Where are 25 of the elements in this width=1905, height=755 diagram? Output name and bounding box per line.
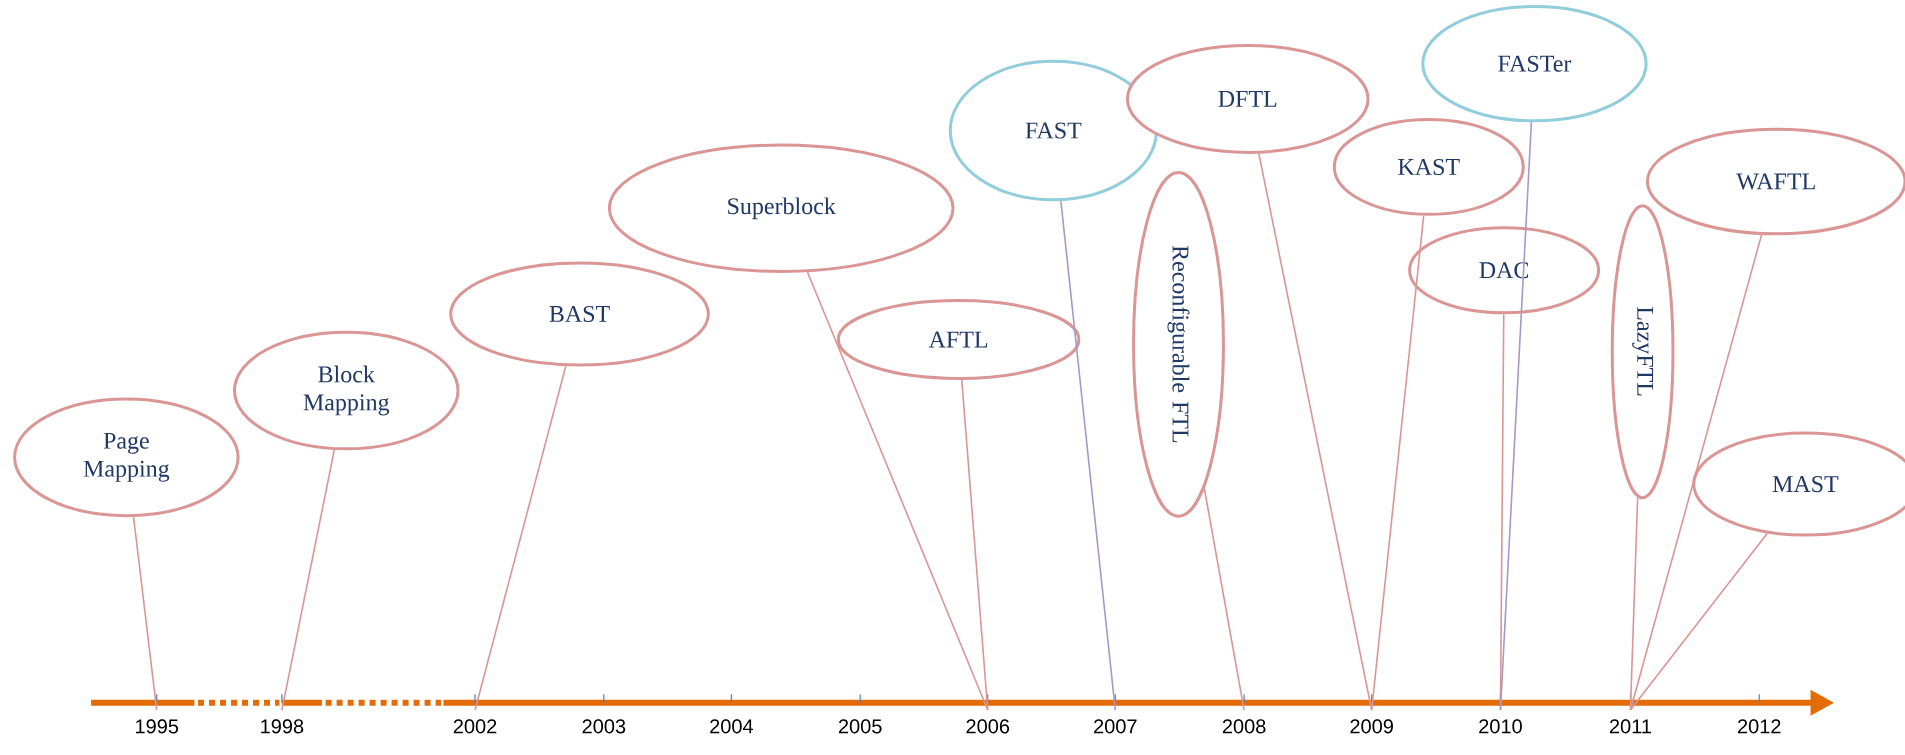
leader-line bbox=[1060, 200, 1117, 711]
year-label: 1995 bbox=[136, 719, 179, 734]
year-label: 2012 bbox=[1738, 719, 1781, 734]
leader-line bbox=[1370, 215, 1425, 711]
year-label: 2009 bbox=[1350, 719, 1393, 734]
leader-line bbox=[1629, 234, 1763, 711]
year-label: 2008 bbox=[1222, 719, 1266, 734]
leader-line bbox=[281, 449, 336, 711]
leader-line bbox=[1203, 487, 1245, 711]
leader-line bbox=[1258, 152, 1373, 711]
year-label: 2003 bbox=[582, 719, 626, 734]
leader-line bbox=[806, 271, 989, 711]
year-label: 2010 bbox=[1479, 719, 1522, 734]
year-label: 2004 bbox=[710, 719, 754, 734]
year-label: 2002 bbox=[453, 719, 497, 734]
year-label: 2007 bbox=[1094, 719, 1137, 734]
leader-line bbox=[1499, 121, 1533, 711]
year-label: 2011 bbox=[1609, 719, 1651, 734]
leader-line bbox=[132, 516, 158, 711]
leader-line bbox=[960, 379, 989, 711]
year-label: 2005 bbox=[838, 719, 882, 734]
year-label: 2006 bbox=[966, 719, 1010, 734]
year-label: 1998 bbox=[261, 719, 304, 734]
leader-line bbox=[474, 365, 567, 711]
leader-line bbox=[1629, 532, 1768, 711]
